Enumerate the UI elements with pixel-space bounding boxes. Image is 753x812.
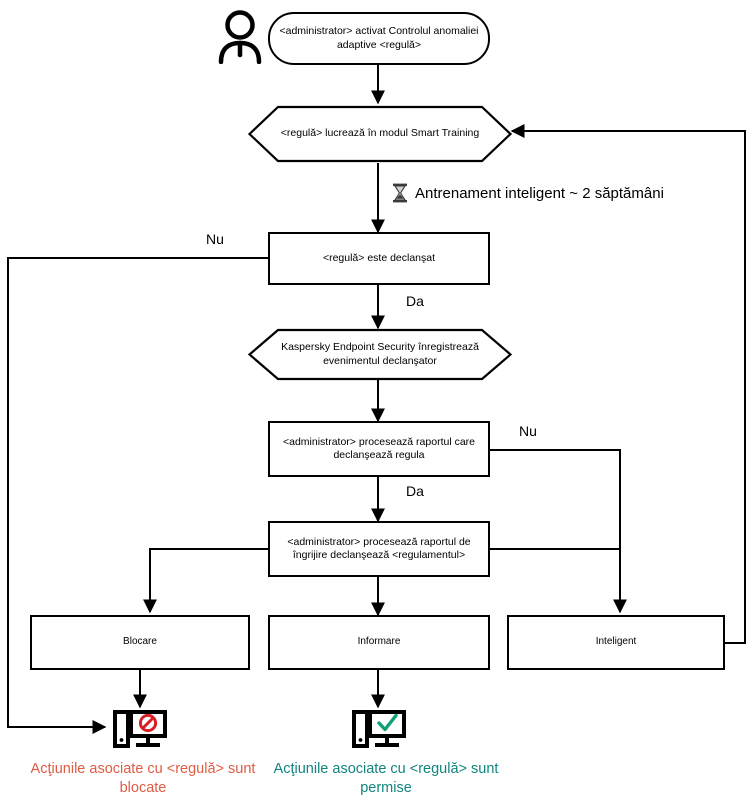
node-action-block[interactable]: Blocare [30,615,250,670]
node-kes-registers-label: Kaspersky Endpoint Security înregistreaz… [281,341,479,367]
node-action-inform-label: Informare [357,636,401,648]
node-start-admin-enabled-rule[interactable]: <administrator> activat Controlul anomal… [268,12,490,65]
edge-admin-report-no-to-smart [490,449,627,614]
caption-allowed: Acţiunile asociate cu <regulă> sunt perm… [243,760,529,799]
caption-allowed-line1: Acţiunile asociate cu <regulă> sunt [273,761,499,777]
node-kes-registers-event[interactable]: Kaspersky Endpoint Security înregistreaz… [248,328,512,381]
edge-label-rule-triggered-no: Nu [206,231,224,247]
node-action-smart[interactable]: Inteligent [507,615,725,670]
caption-allowed-line2: permise [360,780,412,797]
node-smart-training-label: <regulă> lucrează în modul Smart Trainin… [280,127,480,140]
node-admin-processes-report-label: <administrator> procesează raportul care… [282,435,475,461]
node-action-block-label: Blocare [123,636,157,648]
administrator-actor [210,8,270,65]
person-icon [218,10,262,65]
node-admin-processes-care-report[interactable]: <administrator> procesează raportul de î… [268,521,490,577]
edge-label-rule-triggered-yes: Da [406,293,424,309]
training-duration-label: Antrenament inteligent ~ 2 săptămâni [415,184,664,202]
node-action-inform[interactable]: Informare [268,615,490,670]
edge-label-admin-report-yes: Da [406,483,424,499]
node-action-smart-label: Inteligent [595,636,637,648]
monitor-allowed-icon [352,708,408,752]
node-smart-training-mode[interactable]: <regulă> lucrează în modul Smart Trainin… [248,105,512,163]
caption-blocked-line2: blocate [119,780,167,797]
hexagon-shape [248,105,512,163]
edge-label-admin-report-no: Nu [519,423,537,439]
caption-blocked: Acţiunile asociate cu <regulă> sunt bloc… [0,760,286,799]
edge-smart-loop-back [510,124,746,644]
node-admin-processes-care-report-label: <administrator> procesează raportul de î… [287,535,471,561]
caption-blocked-line1: Acţiunile asociate cu <regulă> sunt [30,761,256,777]
node-admin-processes-report[interactable]: <administrator> procesează raportul care… [268,421,490,477]
monitor-blocked-glyph [113,710,167,748]
hourglass-icon [393,183,407,203]
node-rule-triggered[interactable]: <regulă> este declanşat [268,232,490,285]
node-start-label: <administrator> activat Controlul anomal… [279,25,479,51]
hexagon-shape [248,328,512,381]
node-rule-triggered-label: <regulă> este declanşat [322,251,436,264]
monitor-allowed-glyph [352,710,406,748]
edge-care-report-to-block [143,548,268,614]
training-duration-annotation: Antrenament inteligent ~ 2 săptămâni [392,183,664,203]
monitor-blocked-icon [113,708,169,752]
